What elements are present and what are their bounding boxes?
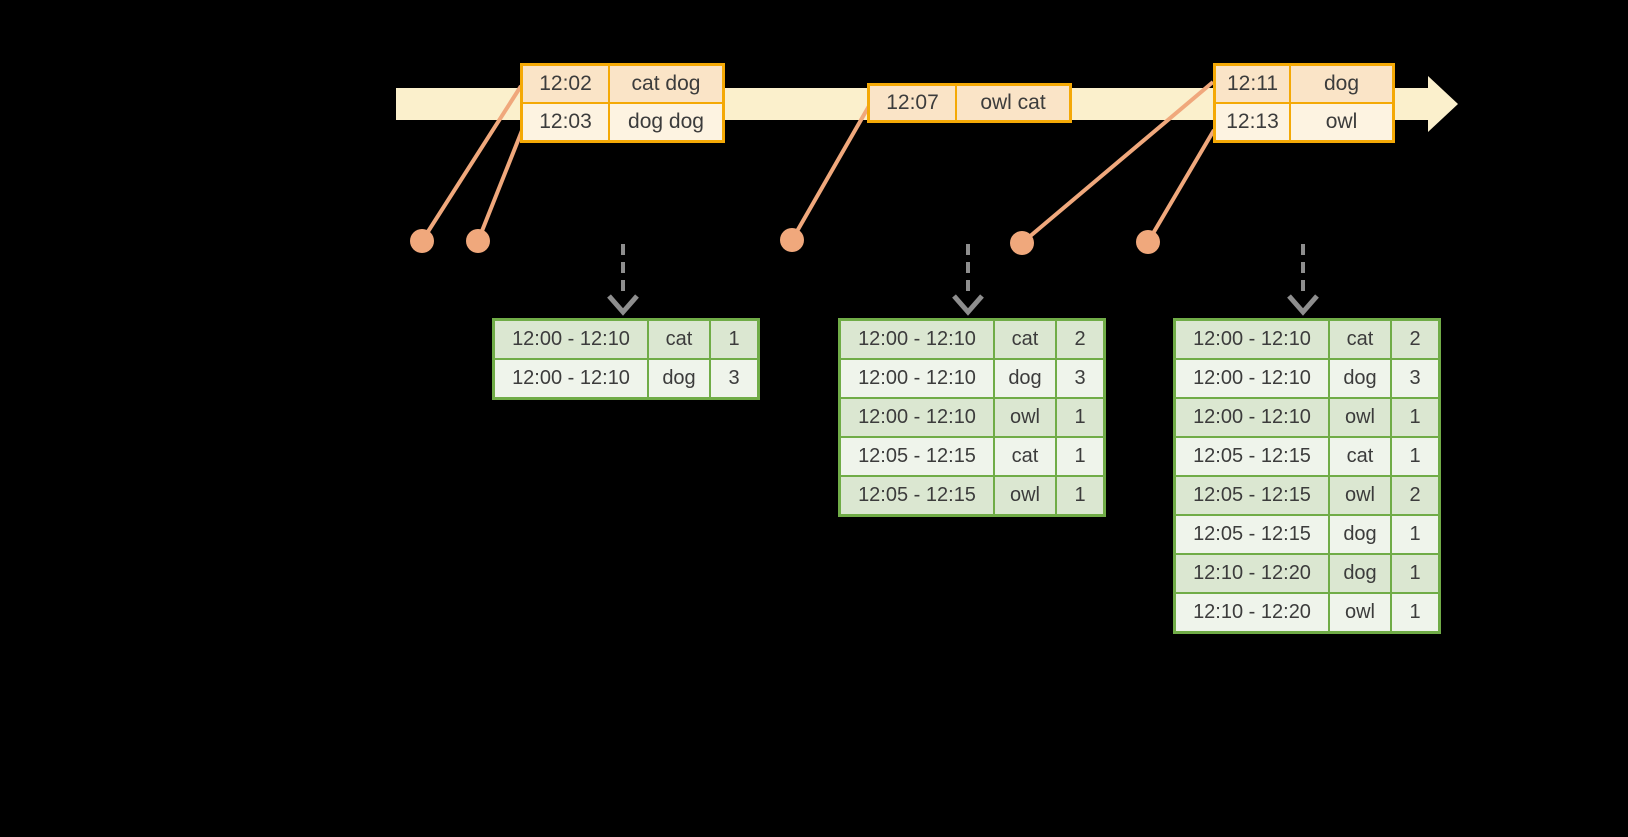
event-time-cell: 12:02 — [520, 63, 610, 104]
word-cell: owl — [1328, 592, 1392, 634]
window-cell: 12:00 - 12:10 — [492, 358, 649, 400]
trigger-arrowhead-icon-1 — [607, 294, 639, 316]
event-time-cell: 12:07 — [867, 83, 957, 123]
window-cell: 12:00 - 12:10 — [838, 358, 995, 399]
event-dot-icon-5 — [1136, 230, 1160, 254]
word-cell: cat — [1328, 318, 1392, 360]
result-row: 12:00 - 12:10 dog 3 — [838, 358, 1106, 399]
result-row: 12:00 - 12:10 dog 3 — [1173, 358, 1441, 399]
event-table-1: 12:02 cat dog 12:03 dog dog — [520, 63, 725, 143]
window-cell: 12:00 - 12:10 — [1173, 397, 1330, 438]
word-cell: cat — [993, 436, 1057, 477]
event-dot-icon-2 — [466, 229, 490, 253]
result-table-2: 12:00 - 12:10 cat 2 12:00 - 12:10 dog 3 … — [838, 318, 1106, 517]
window-cell: 12:00 - 12:10 — [838, 318, 995, 360]
result-row: 12:00 - 12:10 owl 1 — [838, 397, 1106, 438]
result-row: 12:05 - 12:15 cat 1 — [838, 436, 1106, 477]
window-cell: 12:00 - 12:10 — [838, 397, 995, 438]
event-row: 12:11 dog — [1213, 63, 1395, 104]
word-cell: cat — [1328, 436, 1392, 477]
count-cell: 1 — [1390, 553, 1441, 594]
result-row: 12:00 - 12:10 cat 2 — [1173, 318, 1441, 360]
window-cell: 12:00 - 12:10 — [492, 318, 649, 360]
window-cell: 12:05 - 12:15 — [1173, 514, 1330, 555]
word-cell: owl — [993, 475, 1057, 517]
event-time-cell: 12:03 — [520, 102, 610, 143]
event-dot-icon-4 — [1010, 231, 1034, 255]
trigger-arrowhead-icon-3 — [1287, 294, 1319, 316]
timeline-arrowhead-icon — [1428, 76, 1458, 132]
event-table-3: 12:11 dog 12:13 owl — [1213, 63, 1395, 143]
count-cell: 1 — [1390, 592, 1441, 634]
event-connector-line-5 — [1146, 128, 1216, 244]
result-row: 12:05 - 12:15 dog 1 — [1173, 514, 1441, 555]
window-cell: 12:00 - 12:10 — [1173, 318, 1330, 360]
window-cell: 12:05 - 12:15 — [838, 436, 995, 477]
result-row: 12:05 - 12:15 owl 1 — [838, 475, 1106, 517]
window-cell: 12:05 - 12:15 — [1173, 475, 1330, 516]
event-connector-line-2 — [476, 127, 525, 242]
window-cell: 12:00 - 12:10 — [1173, 358, 1330, 399]
count-cell: 3 — [709, 358, 760, 400]
result-table-3: 12:00 - 12:10 cat 2 12:00 - 12:10 dog 3 … — [1173, 318, 1441, 634]
count-cell: 3 — [1390, 358, 1441, 399]
event-table-2: 12:07 owl cat — [867, 83, 1072, 123]
count-cell: 1 — [1055, 436, 1106, 477]
word-cell: dog — [993, 358, 1057, 399]
result-row: 12:05 - 12:15 cat 1 — [1173, 436, 1441, 477]
event-dot-icon-3 — [780, 228, 804, 252]
event-row: 12:13 owl — [1213, 102, 1395, 143]
count-cell: 1 — [1390, 514, 1441, 555]
event-row: 12:07 owl cat — [867, 83, 1072, 123]
count-cell: 1 — [1055, 475, 1106, 517]
result-row: 12:00 - 12:10 owl 1 — [1173, 397, 1441, 438]
result-row: 12:00 - 12:10 cat 1 — [492, 318, 760, 360]
count-cell: 1 — [1390, 397, 1441, 438]
count-cell: 2 — [1390, 475, 1441, 516]
word-cell: cat — [647, 318, 711, 360]
word-cell: owl — [993, 397, 1057, 438]
event-time-cell: 12:11 — [1213, 63, 1291, 104]
word-cell: dog — [1328, 514, 1392, 555]
word-cell: cat — [993, 318, 1057, 360]
event-dot-icon-1 — [410, 229, 434, 253]
event-words-cell: owl — [1289, 102, 1395, 143]
result-row: 12:10 - 12:20 dog 1 — [1173, 553, 1441, 594]
word-cell: dog — [1328, 553, 1392, 594]
result-table-1: 12:00 - 12:10 cat 1 12:00 - 12:10 dog 3 — [492, 318, 760, 400]
event-words-cell: cat dog — [608, 63, 725, 104]
trigger-arrowhead-icon-2 — [952, 294, 984, 316]
word-cell: dog — [647, 358, 711, 400]
window-cell: 12:05 - 12:15 — [838, 475, 995, 517]
count-cell: 1 — [1055, 397, 1106, 438]
word-cell: owl — [1328, 475, 1392, 516]
result-row: 12:05 - 12:15 owl 2 — [1173, 475, 1441, 516]
result-row: 12:10 - 12:20 owl 1 — [1173, 592, 1441, 634]
event-words-cell: owl cat — [955, 83, 1072, 123]
result-row: 12:00 - 12:10 dog 3 — [492, 358, 760, 400]
count-cell: 1 — [1390, 436, 1441, 477]
event-connector-line-3 — [790, 105, 871, 241]
result-row: 12:00 - 12:10 cat 2 — [838, 318, 1106, 360]
word-cell: dog — [1328, 358, 1392, 399]
event-time-cell: 12:13 — [1213, 102, 1291, 143]
word-cell: owl — [1328, 397, 1392, 438]
count-cell: 2 — [1390, 318, 1441, 360]
count-cell: 1 — [709, 318, 760, 360]
count-cell: 2 — [1055, 318, 1106, 360]
window-cell: 12:10 - 12:20 — [1173, 592, 1330, 634]
event-words-cell: dog — [1289, 63, 1395, 104]
event-words-cell: dog dog — [608, 102, 725, 143]
count-cell: 3 — [1055, 358, 1106, 399]
event-row: 12:03 dog dog — [520, 102, 725, 143]
window-cell: 12:10 - 12:20 — [1173, 553, 1330, 594]
event-row: 12:02 cat dog — [520, 63, 725, 104]
window-cell: 12:05 - 12:15 — [1173, 436, 1330, 477]
